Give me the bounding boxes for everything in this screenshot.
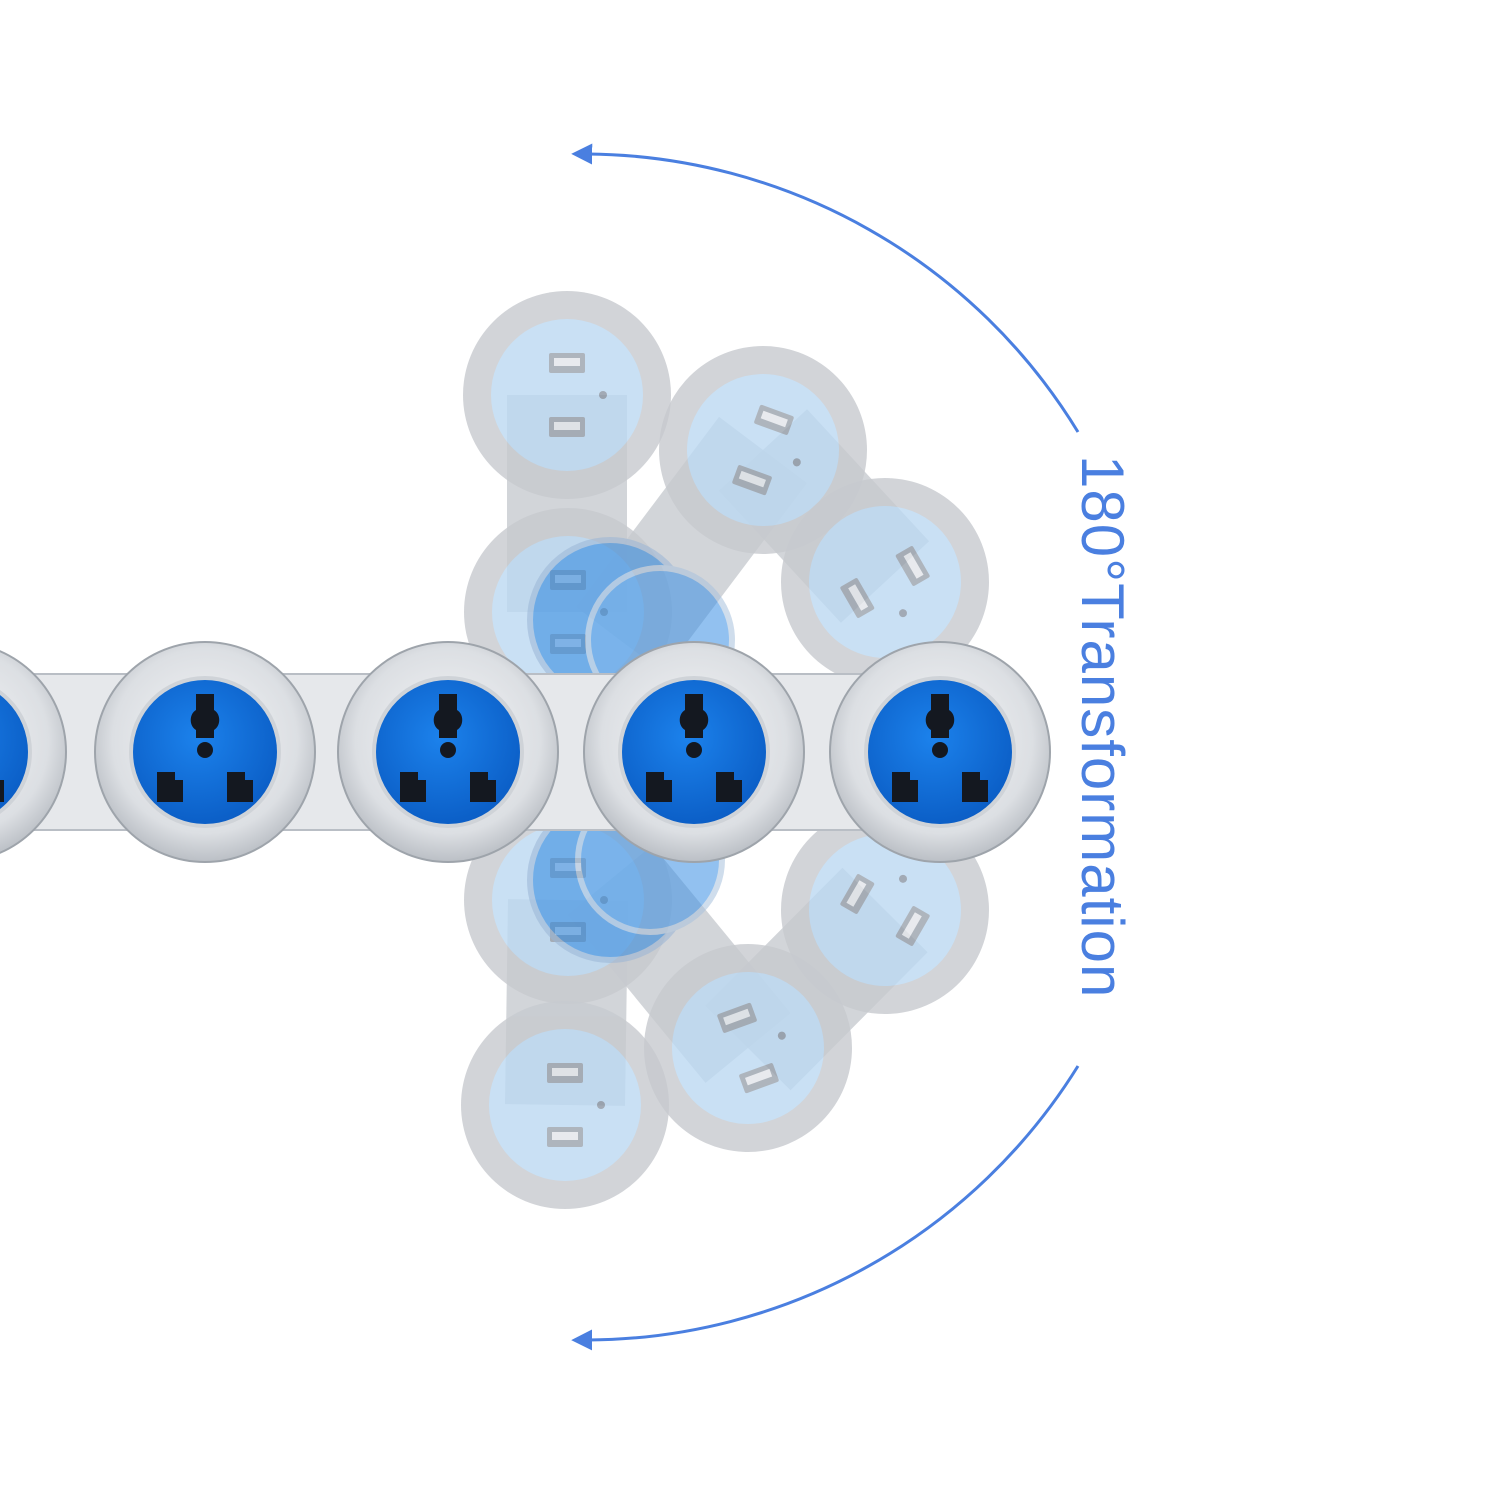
usb-port-icon (547, 1063, 583, 1083)
rotation-arrow-bottom (571, 1065, 1080, 1351)
usb-port-icon (547, 1127, 583, 1147)
usb-port-icon (895, 906, 930, 946)
universal-socket-icon (400, 694, 496, 802)
universal-socket-icon (646, 694, 742, 802)
usb-port-icon (717, 1002, 757, 1033)
transformation-label: 180°Transformation (1069, 455, 1136, 998)
usb-port-icon (840, 874, 875, 914)
universal-socket-icon (0, 780, 4, 802)
indicator-dot (899, 609, 907, 618)
usb-module-ghost-down (461, 1001, 669, 1209)
rotation-arrow-top (571, 143, 1080, 433)
universal-socket (94, 641, 316, 863)
universal-socket (829, 641, 1051, 863)
universal-socket-icon (157, 694, 253, 802)
universal-socket (0, 650, 67, 854)
usb-module-ghost-up (463, 291, 671, 499)
universal-socket-icon (892, 694, 988, 802)
rotated-usb-modules-down (461, 785, 989, 1209)
usb-port-icon (732, 465, 772, 496)
indicator-dot (597, 1101, 605, 1109)
indicator-dot (899, 874, 907, 883)
usb-port-icon (549, 417, 585, 437)
usb-module-ghost-up (659, 346, 867, 554)
indicator-dot (599, 391, 607, 399)
usb-port-icon (739, 1063, 779, 1094)
rotated-usb-modules-up (463, 291, 989, 716)
socket-strip (0, 641, 1051, 863)
universal-socket (583, 641, 805, 863)
usb-port-icon (840, 578, 875, 618)
usb-port-icon (895, 546, 930, 586)
usb-port-icon (549, 353, 585, 373)
usb-module-ghost-up (781, 478, 989, 686)
usb-module-ghost-down (644, 944, 852, 1152)
indicator-dot (777, 1031, 786, 1040)
indicator-dot (792, 458, 801, 467)
universal-socket (337, 641, 559, 863)
usb-port-icon (754, 404, 794, 435)
